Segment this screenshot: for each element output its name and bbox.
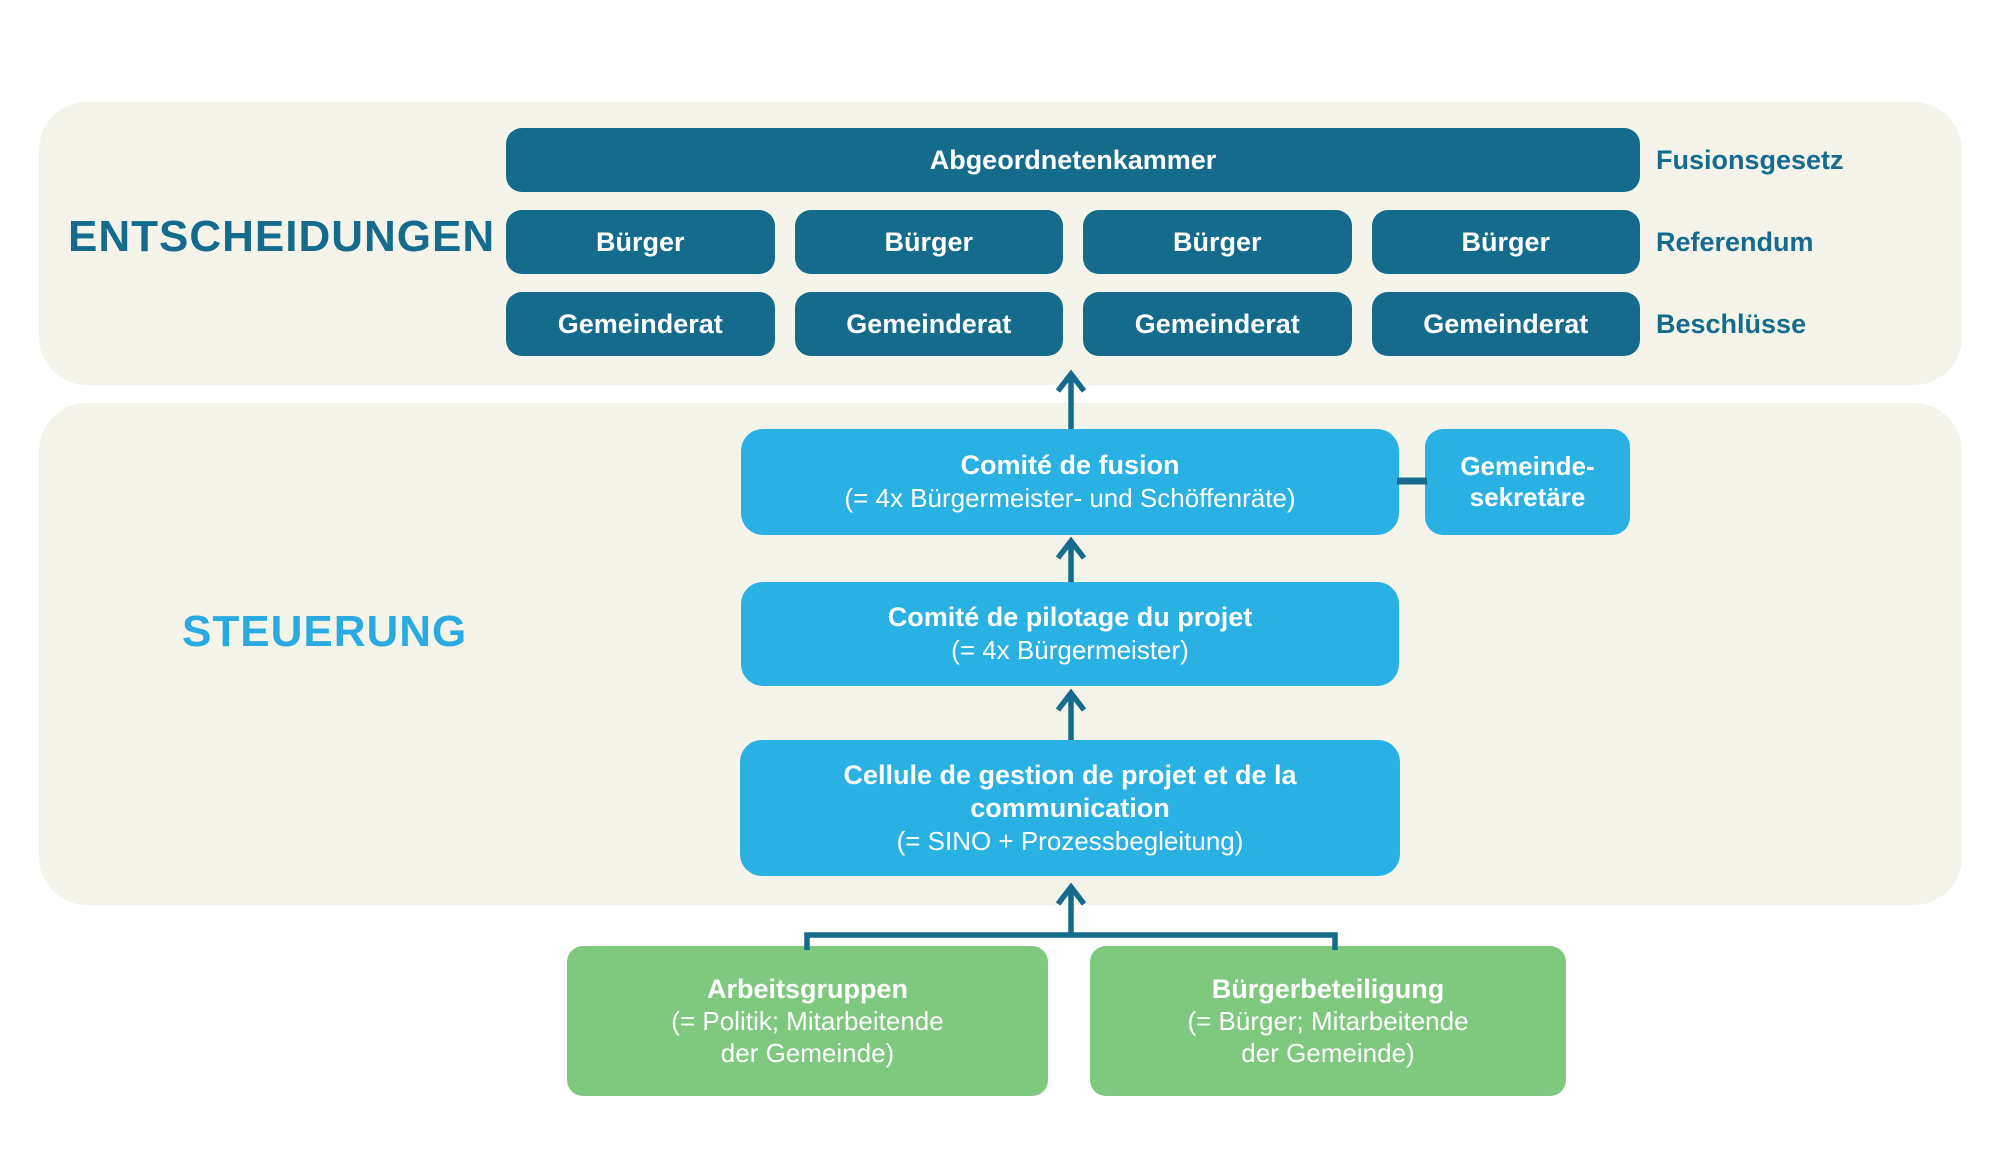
council-box: Gemeinderat: [794, 292, 1063, 356]
project-cell-subtitle: (= SINO + Prozessbegleitung): [896, 825, 1244, 856]
fusion-committee-box: Comité de fusion (= 4x Bürgermeister- un…: [741, 429, 1399, 535]
working-groups-line: (= Politik; Mitarbeitende: [671, 1006, 944, 1036]
municipal-secretaries-line: sekretäre: [1469, 482, 1586, 512]
fusion-law-label: Fusionsgesetz: [1656, 144, 1844, 175]
fusion-committee-title: Comité de fusion: [960, 450, 1180, 480]
project-cell-box: Cellule de gestion de projet et de la co…: [740, 740, 1400, 876]
citizens-box: Bürger: [1371, 210, 1640, 274]
citizens-box: Bürger: [794, 210, 1063, 274]
municipal-secretaries-box: Gemeinde- sekretäre: [1425, 429, 1630, 535]
councils-row: Gemeinderat Gemeinderat Gemeinderat Geme…: [506, 292, 1640, 356]
citizen-participation-line: der Gemeinde): [1241, 1038, 1415, 1068]
working-groups-title: Arbeitsgruppen: [706, 974, 908, 1004]
referendum-label: Referendum: [1656, 226, 1814, 257]
fusion-committee-subtitle: (= 4x Bürgermeister- und Schöffenräte): [844, 483, 1296, 513]
council-box: Gemeinderat: [1371, 292, 1640, 356]
project-cell-title-line: communication: [970, 792, 1170, 823]
citizen-participation-title: Bürgerbeteiligung: [1211, 974, 1445, 1004]
parliament-box: Abgeordnetenkammer: [506, 128, 1640, 192]
citizens-box: Bürger: [1083, 210, 1352, 274]
steering-section-label: STEUERUNG: [182, 607, 468, 656]
municipal-secretaries-line: Gemeinde-: [1460, 451, 1595, 481]
citizens-box: Bürger: [506, 210, 775, 274]
citizen-participation-line: (= Bürger; Mitarbeitende: [1187, 1006, 1469, 1036]
project-cell-title-line: Cellule de gestion de projet et de la: [843, 759, 1297, 790]
project-steering-committee-box: Comité de pilotage du projet (= 4x Bürge…: [741, 582, 1399, 686]
decisions-section-label: ENTSCHEIDUNGEN: [68, 212, 496, 261]
citizen-participation-box: Bürgerbeteiligung (= Bürger; Mitarbeiten…: [1090, 946, 1566, 1096]
citizens-row: Bürger Bürger Bürger Bürger: [506, 210, 1640, 274]
working-groups-box: Arbeitsgruppen (= Politik; Mitarbeitende…: [567, 946, 1048, 1096]
resolutions-label: Beschlüsse: [1656, 308, 1807, 339]
working-groups-line: der Gemeinde): [720, 1038, 895, 1068]
project-steering-committee-title: Comité de pilotage du projet: [887, 602, 1253, 632]
project-steering-committee-subtitle: (= 4x Bürgermeister): [951, 635, 1189, 665]
council-box: Gemeinderat: [1083, 292, 1352, 356]
council-box: Gemeinderat: [506, 292, 775, 356]
